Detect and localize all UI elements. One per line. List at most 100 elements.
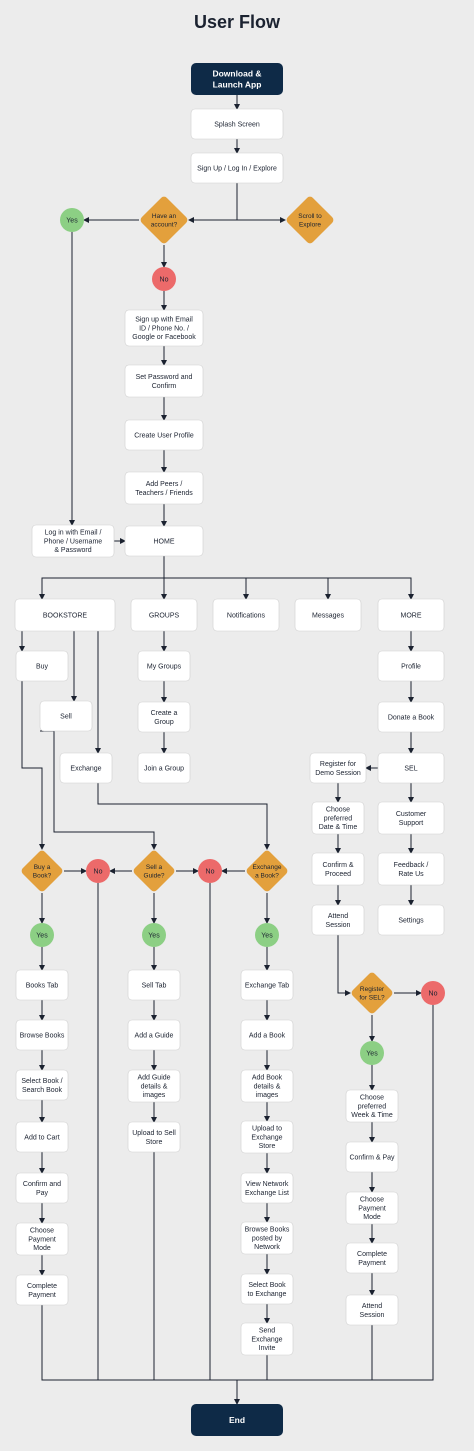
node-shape [212,598,280,632]
node-buy: Buy [15,650,69,682]
node-shape [127,1121,181,1153]
node-label: Add Peers /Teachers / Friends [135,481,193,497]
node-shape [14,598,116,632]
node-label: Notifications [227,612,266,619]
node-shape [345,1294,399,1326]
node-confirm-proceed: Confirm &Proceed [311,852,365,886]
node-shape [377,801,445,835]
node-label: Buy [36,663,49,670]
node-yes-buy: Yes [30,923,54,947]
node-shape [377,752,445,784]
node-label: GROUPS [149,612,180,619]
node-label: No [94,868,103,875]
node-shape [240,1172,294,1204]
node-label: Add a Guide [135,1032,174,1039]
node-home: HOME [124,525,204,557]
node-add-guide: Add a Guide [127,1019,181,1051]
node-shape [377,701,445,733]
node-shape [15,1274,69,1306]
node-login-email: Log in with Email /Phone / Username& Pas… [31,524,115,558]
node-shape [286,196,334,244]
node-label: Create User Profile [134,432,194,439]
node-books-tab: Books Tab [15,969,69,1001]
node-shape [86,859,110,883]
node-shape [345,1089,399,1123]
node-donate: Donate a Book [377,701,445,733]
node-shape [15,1019,69,1051]
node-exchange: Exchange [59,752,113,784]
node-label: Browse Books [20,1032,65,1039]
node-shape [137,701,191,733]
node-shape [152,267,176,291]
node-label: HOME [154,538,175,545]
node-confirm-pay-2: Confirm & Pay [345,1141,399,1173]
connector-36 [40,730,157,850]
node-add-peers: Add Peers /Teachers / Friends [124,471,204,505]
node-sell-tab: Sell Tab [127,969,181,1001]
node-shape [124,309,204,347]
node-splash: Splash Screen [190,108,284,140]
node-shape [377,598,445,632]
node-shape [190,152,284,184]
node-label: Sell [60,713,72,720]
node-label: Exchange [70,765,101,772]
node-shape [345,1191,399,1225]
node-shape [21,850,63,892]
node-label: Add to Cart [24,1134,59,1141]
node-shape [240,1120,294,1154]
node-shape [311,801,365,835]
node-shape [15,969,69,1001]
node-label: Confirm & Pay [349,1154,395,1161]
node-shape [60,208,84,232]
node-no-top: No [152,267,176,291]
node-label: SEL [404,765,417,772]
node-label: Sign Up / Log In / Explore [197,165,277,172]
node-label: Books Tab [26,982,59,989]
node-label: My Groups [147,663,182,670]
node-shape [124,525,204,557]
node-shape [240,1273,294,1305]
node-shape [377,904,445,936]
node-shape [240,1221,294,1255]
node-label: Log in with Email /Phone / Username& Pas… [44,530,102,555]
node-my-groups: My Groups [137,650,191,682]
node-shape [124,364,204,398]
node-shape [190,108,284,140]
node-no-sell: No [198,859,222,883]
node-shape [124,419,204,451]
node-shape [15,650,69,682]
node-shape [59,752,113,784]
node-shape [191,63,283,95]
node-yes-sell: Yes [142,923,166,947]
node-yes-sel: Yes [360,1041,384,1065]
node-more: MORE [377,598,445,632]
node-shape [133,850,175,892]
